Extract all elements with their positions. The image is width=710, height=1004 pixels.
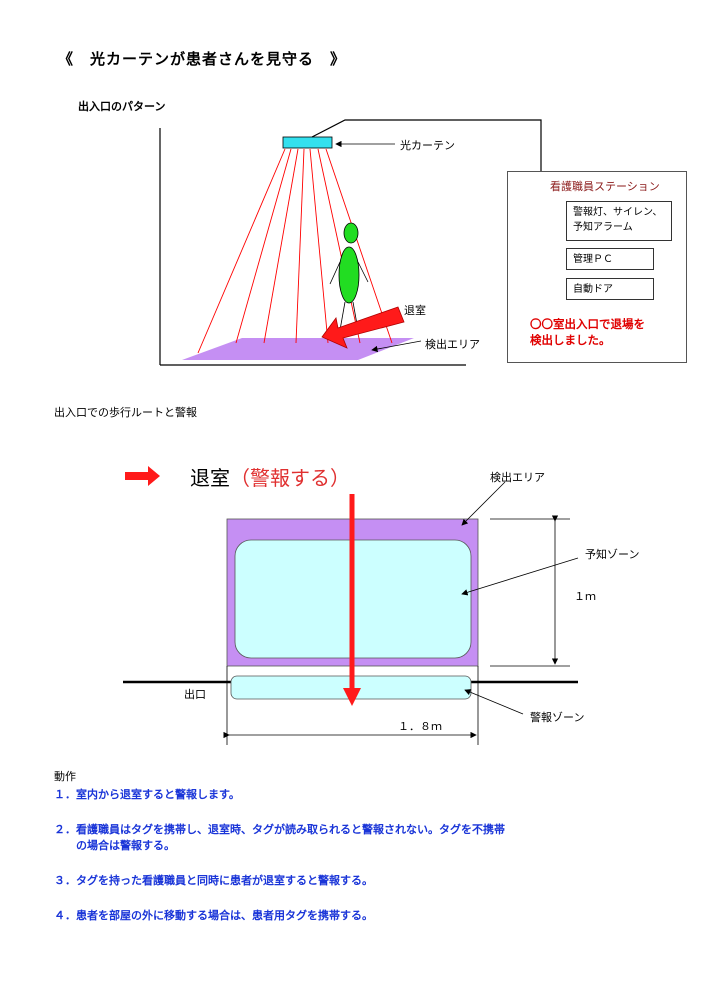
- light-curtain-unit: [282, 136, 333, 149]
- width-label: １．８ｍ: [398, 720, 442, 733]
- predict-zone-pointer: [461, 557, 579, 596]
- alert-message: 〇〇室出入口で退場を 検出しました。: [530, 316, 645, 348]
- patient-figure: [338, 222, 360, 304]
- action-item-1: １．室内から退室すると警報します。: [54, 788, 240, 801]
- admin-pc-box: 管理ＰＣ: [566, 248, 654, 270]
- detect-area-label-top: 検出エリア: [425, 338, 480, 351]
- exit-label-bottom: 出口: [184, 688, 206, 701]
- detect-area-pointer: [371, 340, 422, 353]
- alarm-zone-pointer: [464, 689, 524, 715]
- station-title: 看護職員ステーション: [550, 180, 660, 193]
- action-item-2-cont: の場合は警報する。: [54, 839, 175, 852]
- exit-label-top: 退室: [404, 304, 426, 317]
- light-curtain-label: 光カーテン: [400, 139, 455, 152]
- height-label: １ｍ: [574, 590, 596, 603]
- pattern-heading: 出入口のパターン: [78, 100, 166, 113]
- detect-area-pointer-2: [461, 481, 506, 526]
- alarm-device-line1: 警報灯、サイレン、: [573, 207, 663, 218]
- alarm-device-line2: 予知アラーム: [573, 222, 633, 233]
- page-title: 《 光カーテンが患者さんを見守る 》: [58, 50, 347, 68]
- actions-heading: 動作: [54, 770, 76, 783]
- action-item-2: ２．看護職員はタグを携帯し、退室時、タグが読み取られると警報されない。タグを不携…: [54, 823, 505, 836]
- predict-zone-label: 予知ゾーン: [585, 548, 640, 561]
- alert-line2: 検出しました。: [530, 333, 611, 347]
- auto-door-box: 自動ドア: [566, 278, 654, 300]
- route-heading: 出入口での歩行ルートと警報: [54, 406, 197, 419]
- detect-area-floor: [182, 338, 414, 360]
- exit-legend: 退室（警報する）: [190, 462, 350, 491]
- detect-area-label-bottom: 検出エリア: [490, 471, 545, 484]
- alarm-device-box: 警報灯、サイレン、 予知アラーム: [566, 201, 672, 241]
- action-item-3: ３．タグを持った看護職員と同時に患者が退室すると警報する。: [54, 874, 373, 887]
- exit-arrow: [321, 306, 405, 349]
- exit-legend-warn: （警報する）: [230, 466, 350, 490]
- legend-arrow: [125, 466, 160, 486]
- walk-route-head: [343, 688, 361, 706]
- alert-line1: 〇〇室出入口で退場を: [530, 317, 645, 331]
- action-item-4: ４．患者を部屋の外に移動する場合は、患者用タグを携帯する。: [54, 909, 373, 922]
- alarm-zone-label: 警報ゾーン: [530, 711, 585, 724]
- light-beams: [197, 148, 393, 354]
- exit-legend-main: 退室: [190, 466, 230, 490]
